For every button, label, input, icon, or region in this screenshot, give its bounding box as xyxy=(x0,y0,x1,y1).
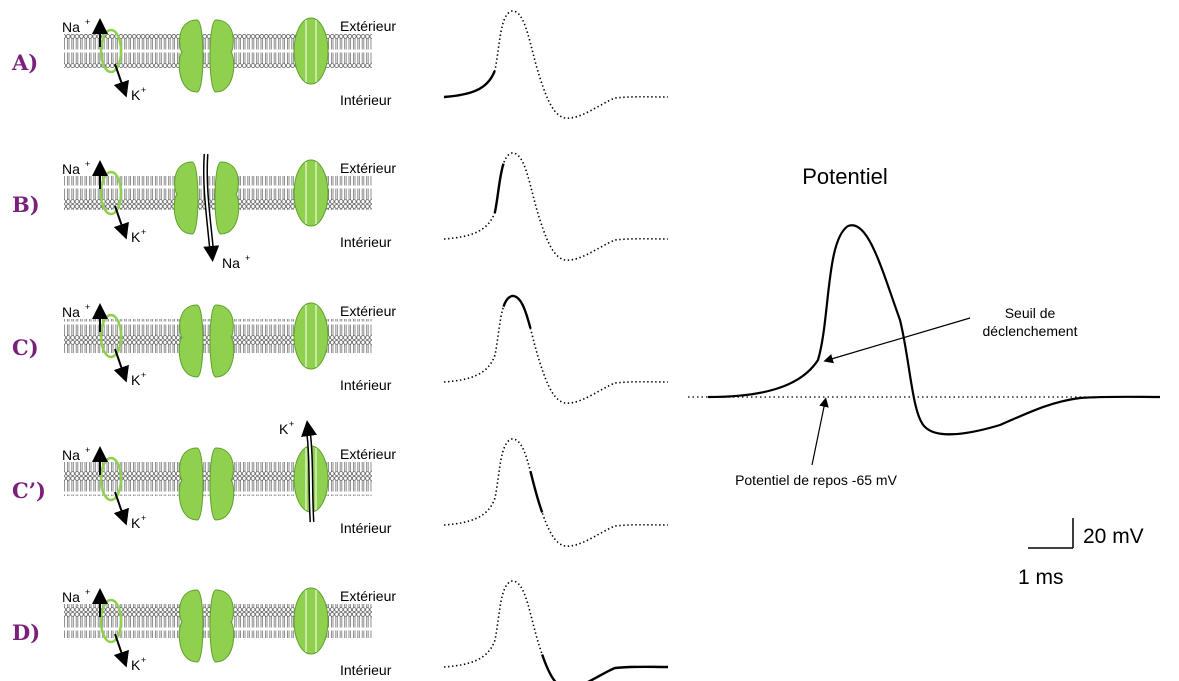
mini-action-potential xyxy=(443,294,669,405)
ap-dotted-curve xyxy=(443,438,669,547)
ion-charge: + xyxy=(141,513,146,523)
na-channel-right xyxy=(209,304,235,378)
ion-charge: + xyxy=(85,587,90,597)
k-leak-arrow xyxy=(113,205,129,240)
na-flux-label: Na xyxy=(222,255,240,271)
inside-label: Intérieur xyxy=(340,377,392,393)
rest-potential-label: Potentiel de repos -65 mV xyxy=(735,472,898,488)
outside-label: Extérieur xyxy=(340,18,396,34)
ap-highlight-segment xyxy=(443,579,669,681)
k-channel xyxy=(293,159,329,227)
mini-action-potential xyxy=(443,151,669,262)
ion-charge: + xyxy=(85,159,90,169)
main-ap-curve xyxy=(707,224,1161,436)
k-leak-arrow xyxy=(113,348,129,383)
k-flux-arrow xyxy=(301,420,317,523)
k-ion-label: K xyxy=(131,87,141,103)
outside-label: Extérieur xyxy=(340,446,396,462)
ap-dotted-curve xyxy=(443,10,669,119)
main-action-potential: Potentiel Seuil de déclenchement Potenti… xyxy=(688,164,1161,589)
k-ion-label: K xyxy=(131,372,141,388)
na-channel-left xyxy=(178,19,204,93)
ion-charge: + xyxy=(85,445,90,455)
ion-charge: + xyxy=(141,227,146,237)
scale-bar: 20 mV 1 ms xyxy=(1018,518,1144,589)
inside-label: Intérieur xyxy=(340,234,392,250)
ion-charge: + xyxy=(85,302,90,312)
threshold-arrow xyxy=(823,317,971,364)
k-leak-arrow xyxy=(113,491,129,526)
ap-highlight-segment xyxy=(443,294,669,405)
k-ion-label: K xyxy=(131,515,141,531)
ion-charge: + xyxy=(141,85,146,95)
ion-charge: + xyxy=(245,253,250,263)
threshold-label-line2: déclenchement xyxy=(983,323,1078,339)
scale-time-label: 1 ms xyxy=(1018,566,1064,589)
outside-label: Extérieur xyxy=(340,160,396,176)
rest-arrow xyxy=(811,397,829,466)
leak-channel xyxy=(99,598,123,644)
inside-label: Intérieur xyxy=(340,520,392,536)
row-label: D) xyxy=(12,620,40,645)
mini-action-potential xyxy=(443,579,669,681)
na-channel-left xyxy=(173,161,199,235)
na-flux-arrow xyxy=(203,153,220,262)
inside-label: Intérieur xyxy=(340,92,392,108)
ap-highlight-segment xyxy=(443,9,669,120)
ion-charge: + xyxy=(141,370,146,380)
outside-label: Extérieur xyxy=(340,303,396,319)
na-channel-right xyxy=(209,447,235,521)
na-channel-left xyxy=(178,304,204,378)
ion-charge: + xyxy=(289,419,294,429)
leak-channel xyxy=(99,170,123,216)
na-ion-label: Na xyxy=(62,304,80,320)
ap-dotted-curve xyxy=(443,295,669,404)
na-ion-label: Na xyxy=(62,447,80,463)
mini-action-potential xyxy=(443,9,669,120)
leak-channel xyxy=(99,456,123,502)
na-channel-right xyxy=(209,589,235,663)
threshold-label-line1: Seuil de xyxy=(1005,305,1056,321)
row-label: B) xyxy=(12,192,40,217)
k-channel xyxy=(293,587,329,655)
na-channel-right xyxy=(214,161,240,235)
row-label: A) xyxy=(11,50,38,75)
na-channel-right xyxy=(209,19,235,93)
ap-dotted-curve xyxy=(443,152,669,261)
k-leak-arrow xyxy=(113,633,129,668)
row-label: C) xyxy=(12,335,39,360)
inside-label: Intérieur xyxy=(340,662,392,678)
ion-charge: + xyxy=(85,17,90,27)
na-channel-left xyxy=(178,447,204,521)
k-leak-arrow xyxy=(113,63,129,98)
na-ion-label: Na xyxy=(62,161,80,177)
main-title: Potentiel xyxy=(802,164,888,189)
outside-label: Extérieur xyxy=(340,588,396,604)
leak-channel xyxy=(99,313,123,359)
na-channel-left xyxy=(178,589,204,663)
ap-highlight-segment xyxy=(443,151,669,262)
row-label: C’) xyxy=(12,478,46,503)
leak-channel xyxy=(99,28,123,74)
na-ion-label: Na xyxy=(62,19,80,35)
ap-highlight-segment xyxy=(443,437,669,548)
k-channel xyxy=(293,302,329,370)
scale-voltage-label: 20 mV xyxy=(1083,525,1144,548)
k-ion-label: K xyxy=(131,229,141,245)
k-flux-label: K xyxy=(279,421,289,437)
ion-charge: + xyxy=(141,655,146,665)
na-ion-label: Na xyxy=(62,589,80,605)
k-ion-label: K xyxy=(131,657,141,673)
k-channel xyxy=(293,17,329,85)
mini-action-potential xyxy=(443,437,669,548)
